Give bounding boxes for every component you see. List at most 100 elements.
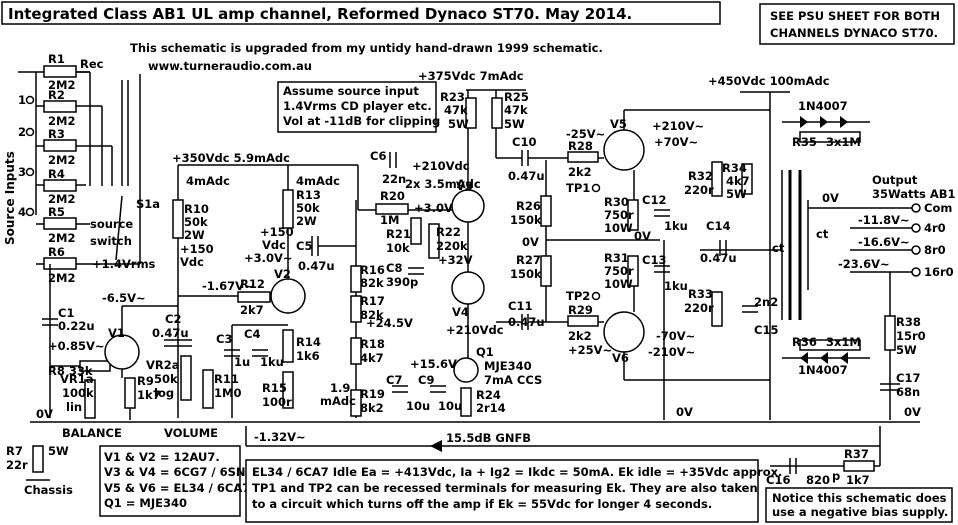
r14-resistor bbox=[282, 329, 294, 363]
c5-label: C5 bbox=[296, 239, 312, 253]
diode-icon bbox=[840, 116, 848, 128]
r9-resistor bbox=[124, 377, 136, 409]
input-terminal[interactable] bbox=[25, 167, 35, 177]
r38-power: 5W bbox=[896, 343, 917, 357]
v-p25-label: +25V~ bbox=[568, 343, 612, 357]
r28-value: 2k2 bbox=[568, 165, 592, 179]
input-level: +1.4Vrms bbox=[92, 257, 156, 271]
r2-value: 2M2 bbox=[48, 114, 75, 128]
r37-label: R37 bbox=[844, 447, 869, 461]
c16-value: 820 bbox=[806, 473, 830, 487]
r4-value: 2M2 bbox=[48, 192, 75, 206]
switch-ref: S1a bbox=[136, 197, 160, 211]
c9-value: 10u bbox=[438, 399, 462, 413]
c3-label: C3 bbox=[216, 332, 232, 346]
v-p210-label: +210V~ bbox=[652, 119, 704, 133]
v3a-label: +3.0V~ bbox=[244, 251, 293, 265]
r24-resistor bbox=[460, 387, 472, 417]
r20-value: 1M bbox=[380, 213, 399, 227]
r11-label: R11 bbox=[214, 372, 239, 386]
v4-tube bbox=[451, 271, 485, 305]
tp2-terminal[interactable] bbox=[591, 291, 601, 301]
vr2a-value: 50k bbox=[154, 372, 178, 386]
title-box bbox=[1, 1, 721, 25]
v150-b-unit: Vdc bbox=[262, 238, 286, 252]
tube-types-box bbox=[99, 445, 241, 517]
r32-label: R32 bbox=[688, 169, 713, 183]
r33-resistor bbox=[711, 291, 723, 327]
vr1a-pot[interactable] bbox=[84, 379, 96, 419]
output-terminal-16r0[interactable] bbox=[911, 267, 921, 277]
output-tap-com: Com bbox=[924, 201, 952, 215]
input-terminal[interactable] bbox=[25, 127, 35, 137]
r32-resistor bbox=[711, 161, 723, 197]
v156-label: +15.6V bbox=[410, 357, 457, 371]
tube-type-line: V5 & V6 = EL34 / 6CA7. bbox=[104, 481, 255, 495]
v4-label: V4 bbox=[452, 305, 469, 319]
tp1-terminal[interactable] bbox=[591, 183, 601, 193]
c6-value: 22n bbox=[382, 172, 406, 186]
output-tap-8r0: 8r0 bbox=[924, 243, 946, 257]
psu-note-box bbox=[759, 3, 955, 45]
r10-value: 50k bbox=[184, 215, 208, 229]
v-m118-label: -11.8V~ bbox=[858, 213, 910, 227]
c1-value: 0.22u bbox=[58, 319, 95, 333]
r9-value: 1k7 bbox=[137, 388, 161, 402]
current-19-label: 1.9 bbox=[330, 381, 350, 395]
r6-value: 2M2 bbox=[48, 271, 75, 285]
c8-value: 390p bbox=[386, 275, 418, 289]
c10-value: 0.47u bbox=[508, 169, 545, 183]
v-m167-label: -1.67V~ bbox=[202, 279, 254, 293]
r35-value: 3x1M bbox=[826, 135, 861, 149]
v210b-label: +210Vdc bbox=[446, 323, 504, 337]
r31-value: 750r bbox=[604, 264, 634, 278]
website-text: www.turneraudio.com.au bbox=[148, 59, 312, 73]
r5-label: R5 bbox=[48, 205, 65, 219]
switch-label: switch bbox=[90, 234, 132, 248]
output-terminal-com[interactable] bbox=[911, 203, 921, 213]
r28-resistor bbox=[567, 151, 599, 163]
r22-label: R22 bbox=[436, 225, 461, 239]
r21-value: 10k bbox=[386, 241, 410, 255]
c13-label: C13 bbox=[642, 253, 666, 267]
vr2a-pot[interactable] bbox=[180, 355, 192, 401]
ov-right-label: 0V bbox=[676, 405, 693, 419]
ct-secondary-label: ct bbox=[816, 227, 829, 241]
source-switch[interactable] bbox=[78, 72, 141, 265]
r4-label: R4 bbox=[48, 167, 65, 181]
r27-label: R27 bbox=[516, 253, 541, 267]
c12-value: 1ku bbox=[664, 219, 688, 233]
b375-label: +375Vdc 7mAdc bbox=[418, 69, 524, 83]
r7-value: 22r bbox=[6, 458, 28, 472]
v32-label: +32V bbox=[438, 253, 473, 267]
r18-value: 4k7 bbox=[360, 351, 384, 365]
r38-label: R38 bbox=[896, 315, 921, 329]
q1-label: Q1 bbox=[476, 345, 494, 359]
r24-value: 2r14 bbox=[476, 401, 506, 415]
input-terminal[interactable] bbox=[25, 95, 35, 105]
output-terminal-4r0[interactable] bbox=[911, 223, 921, 233]
bias-note-box bbox=[765, 487, 953, 523]
r37-resistor bbox=[843, 460, 875, 472]
v3b-label: +3.0V~ bbox=[414, 201, 463, 215]
r20-label: R20 bbox=[380, 189, 405, 203]
diode-icon bbox=[800, 352, 808, 364]
c7-label: C7 bbox=[386, 373, 402, 387]
v150-unit: Vdc bbox=[180, 255, 204, 269]
v-m132-label: -1.32V~ bbox=[254, 430, 306, 444]
vr2a-label: VR2a bbox=[146, 358, 180, 372]
input-terminal[interactable] bbox=[25, 207, 35, 217]
current-2x35-label: 2x 3.5mAdc bbox=[405, 177, 481, 191]
current-4ma-label: 4mAdc bbox=[186, 174, 230, 188]
diode-bottom-label: 1N4007 bbox=[798, 363, 848, 377]
r11-resistor bbox=[202, 369, 214, 409]
r18-resistor bbox=[350, 337, 362, 365]
r22-value: 220k bbox=[436, 239, 468, 253]
r14-value: 1k6 bbox=[296, 349, 320, 363]
output-terminal-8r0[interactable] bbox=[911, 245, 921, 255]
tube-type-line: V3 & V4 = 6CG7 / 6SN7. bbox=[104, 465, 258, 479]
r25-resistor bbox=[491, 97, 503, 129]
info-line: TP1 and TP2 can be recessed terminals fo… bbox=[252, 481, 758, 495]
r31-resistor bbox=[627, 255, 639, 287]
c2-label: C2 bbox=[165, 312, 181, 326]
